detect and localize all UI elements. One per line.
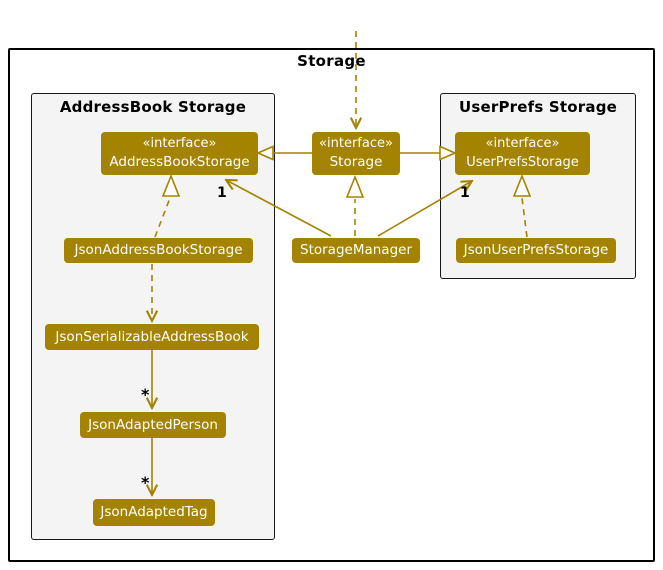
jsonadaptedtag-name: JsonAdaptedTag <box>100 504 208 521</box>
storagemanager-name: StorageManager <box>300 242 412 259</box>
class-storage-interface: «interface» Storage <box>312 132 400 175</box>
class-jsonaddressbookstorage: JsonAddressBookStorage <box>64 238 253 263</box>
multiplicity-storagemanager-userprefsstorage: 1 <box>460 185 470 201</box>
jsonserializableaddressbook-name: JsonSerializableAddressBook <box>55 328 249 345</box>
class-userprefsstorage-interface: «interface» UserPrefsStorage <box>455 132 590 175</box>
jsonuserprefsstorage-name: JsonUserPrefsStorage <box>463 242 609 259</box>
addressbookstorage-stereotype: «interface» <box>142 135 217 151</box>
multiplicity-adaptedperson-adaptedtag: * <box>141 473 150 492</box>
storage-name: Storage <box>329 154 383 171</box>
class-storagemanager: StorageManager <box>292 238 420 263</box>
class-jsonserializableaddressbook: JsonSerializableAddressBook <box>45 324 259 350</box>
frame-title: Storage <box>297 52 366 70</box>
jsonaddressbookstorage-name: JsonAddressBookStorage <box>74 242 243 259</box>
class-jsonuserprefsstorage: JsonUserPrefsStorage <box>456 238 616 263</box>
addressbookstorage-name: AddressBookStorage <box>109 154 250 171</box>
storage-stereotype: «interface» <box>319 135 393 151</box>
jsonadaptedperson-name: JsonAdaptedPerson <box>88 416 218 433</box>
multiplicity-storagemanager-addressbookstorage: 1 <box>217 185 227 201</box>
multiplicity-serializable-adaptedperson: * <box>141 385 150 404</box>
class-jsonadaptedperson: JsonAdaptedPerson <box>80 412 226 438</box>
userprefsstorage-name: UserPrefsStorage <box>466 154 579 170</box>
package-addressbook-storage-title: AddressBook Storage <box>59 98 247 116</box>
class-addressbookstorage-interface: «interface» AddressBookStorage <box>101 132 258 175</box>
class-jsonadaptedtag: JsonAdaptedTag <box>93 499 215 526</box>
package-userprefs-storage-title: UserPrefs Storage <box>458 98 618 116</box>
userprefsstorage-stereotype: «interface» <box>485 136 560 152</box>
